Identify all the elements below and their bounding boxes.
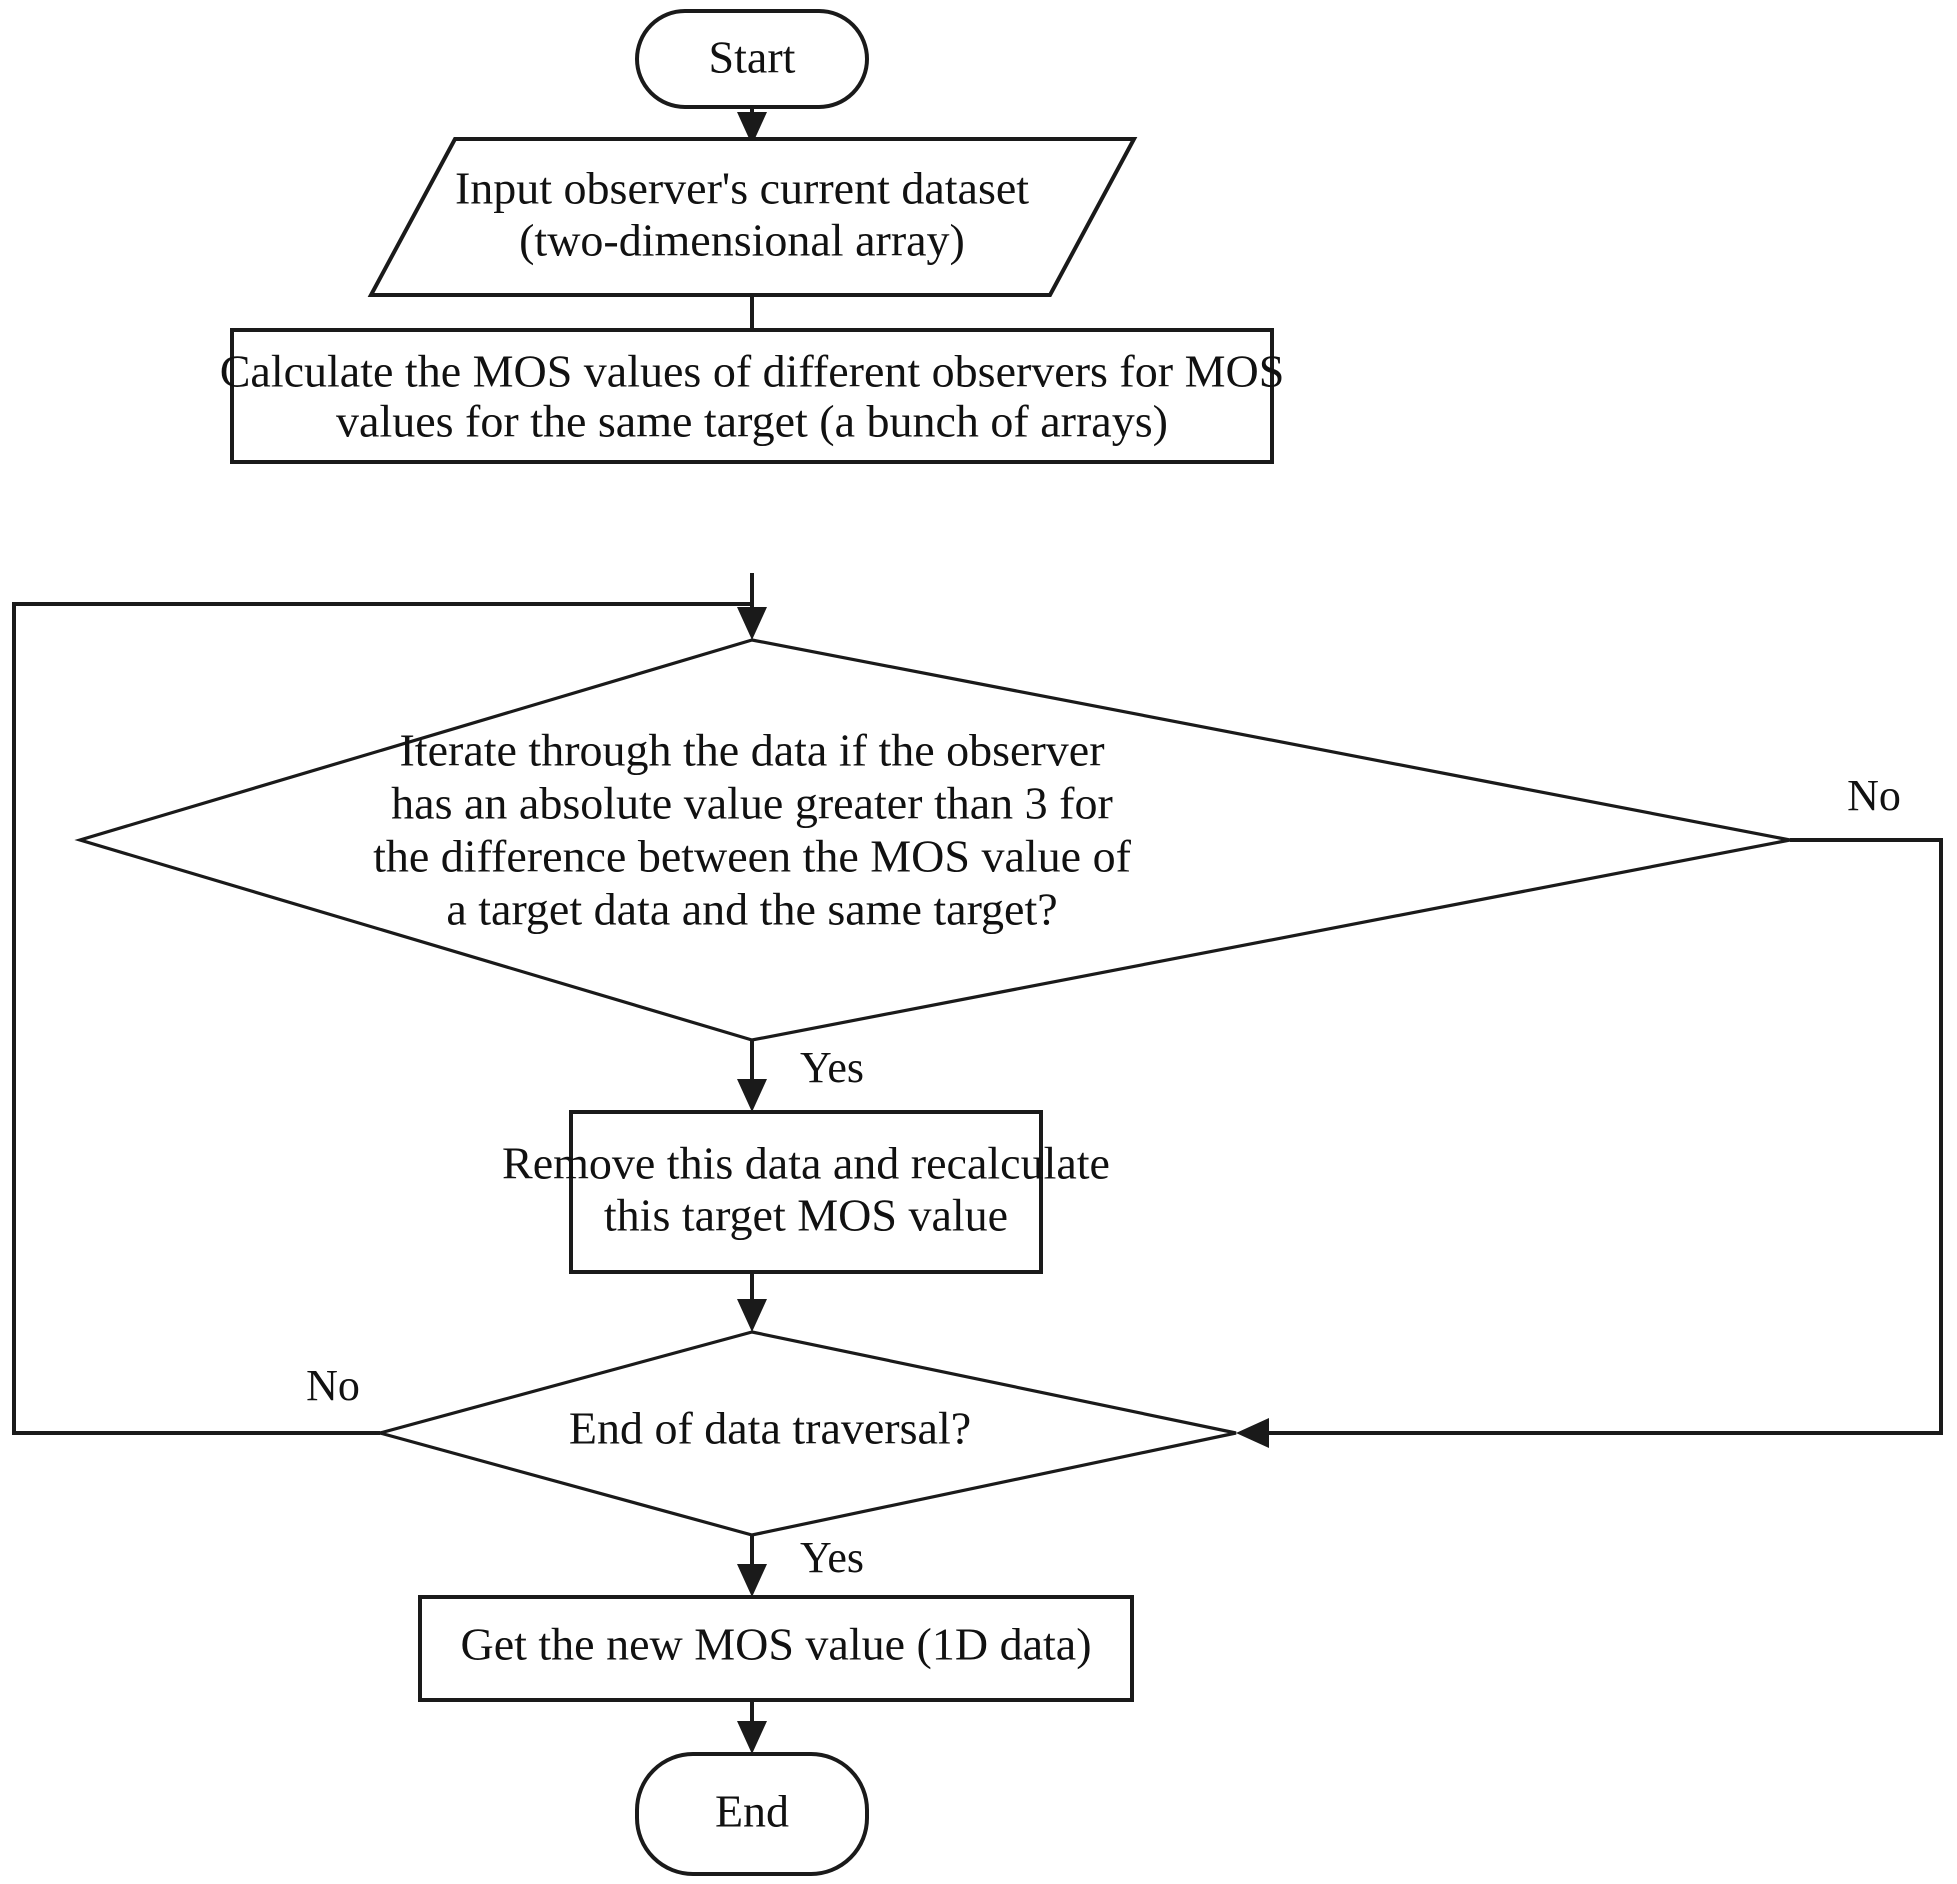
connector-iterate-no-to-traversal <box>1236 838 1943 1448</box>
get-new-mos-box-shape <box>418 1595 1134 1702</box>
end-terminator-shape <box>635 1752 869 1876</box>
calculate-mos-line-1: Calculate the MOS values of different ob… <box>220 346 1285 397</box>
connector-iterate-yes-to-remove <box>737 1040 767 1112</box>
iterate-check-line-3: the difference between the MOS value of <box>373 831 1132 882</box>
remove-data-line-1: Remove this data and recalculate <box>502 1138 1110 1189</box>
input-dataset-line-1: Input observer's current dataset <box>455 163 1029 214</box>
calculate-mos-line-2: values for the same target (a bunch of a… <box>336 396 1168 447</box>
remove-data-box-shape <box>569 1110 1043 1274</box>
remove-data-line-2: this target MOS value <box>604 1190 1008 1241</box>
end-of-traversal-diamond <box>373 1330 1237 1537</box>
node-input-dataset[interactable]: Input observer's current dataset (two-di… <box>367 137 1138 297</box>
node-calculate-mos[interactable]: Calculate the MOS values of different ob… <box>220 328 1285 464</box>
edge-label-iterate-yes: Yes <box>800 1043 864 1092</box>
node-get-new-mos[interactable]: Get the new MOS value (1D data) <box>418 1595 1134 1702</box>
calculate-mos-box-shape <box>230 328 1274 464</box>
connector-start-to-input <box>737 107 767 145</box>
node-iterate-check[interactable]: Iterate through the data if the observer… <box>74 638 1791 1042</box>
node-end[interactable]: End <box>635 1752 869 1876</box>
node-end-of-traversal[interactable]: End of data traversal? <box>373 1330 1237 1537</box>
start-label: Start <box>709 32 796 83</box>
iterate-check-line-4: a target data and the same target? <box>446 884 1057 935</box>
edge-label-iterate-no: No <box>1847 771 1901 820</box>
get-new-mos-label: Get the new MOS value (1D data) <box>460 1619 1091 1670</box>
node-remove-data[interactable]: Remove this data and recalculate this ta… <box>502 1110 1110 1274</box>
iterate-check-line-1: Iterate through the data if the observer <box>399 725 1104 776</box>
iterate-check-line-2: has an absolute value greater than 3 for <box>391 778 1113 829</box>
input-parallelogram-shape <box>367 137 1138 297</box>
connector-traversal-yes-to-getmos <box>737 1536 767 1597</box>
input-dataset-line-2: (two-dimensional array) <box>519 215 965 266</box>
connector-getmos-to-end <box>737 1700 767 1754</box>
edge-label-traversal-no: No <box>306 1361 360 1410</box>
start-terminator-shape <box>635 9 869 109</box>
connector-feedback-loop <box>12 602 752 1435</box>
node-start[interactable]: Start <box>635 9 869 109</box>
edge-label-traversal-yes: Yes <box>800 1533 864 1582</box>
connector-remove-to-traversal <box>737 1272 767 1332</box>
end-of-traversal-label: End of data traversal? <box>569 1403 971 1454</box>
iterate-check-diamond <box>74 638 1791 1042</box>
end-label: End <box>715 1786 789 1837</box>
connector-calculate-to-iterate <box>737 573 767 640</box>
